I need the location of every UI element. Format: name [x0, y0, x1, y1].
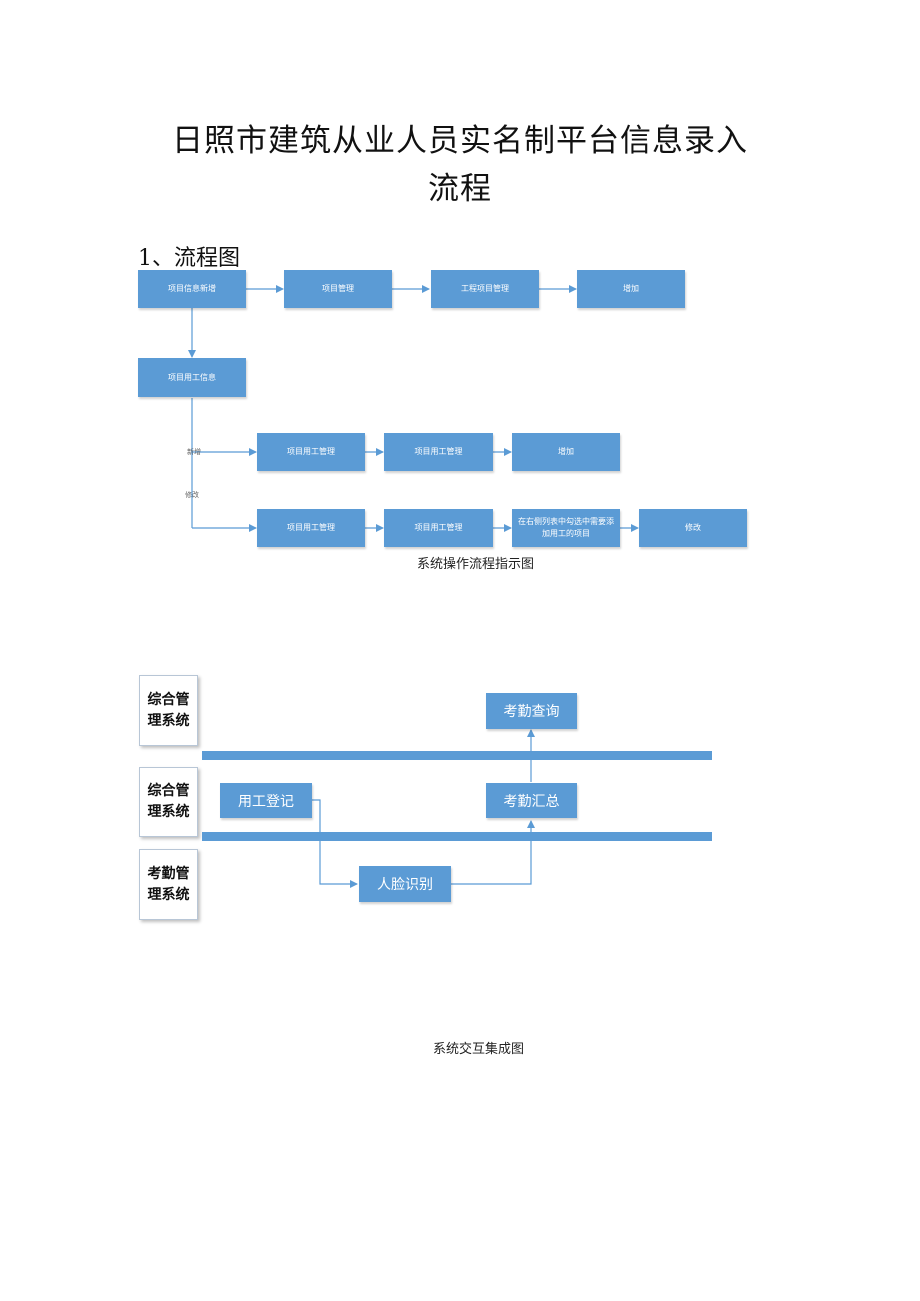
flowchart-caption: 系统操作流程指示图 [417, 557, 535, 572]
box-labor-registration: 用工登记 [220, 783, 312, 818]
flow-box-project-labor-info: 项目用工信息 [138, 358, 246, 397]
flow-box-mod-labor-mgmt-2: 项目用工管理 [384, 509, 493, 547]
integration-caption: 系统交互集成图 [433, 1042, 525, 1057]
flow-box-add-1: 增加 [577, 270, 685, 308]
lane-label: 考勤管理系统 [147, 865, 190, 903]
arrow-reg-to-face [312, 799, 358, 888]
flow-box-mod-labor-mgmt-1: 项目用工管理 [257, 509, 365, 547]
section-heading: 1、流程图 [138, 246, 240, 271]
lane-divider-2 [202, 832, 712, 841]
label-new: 新增 [187, 448, 201, 456]
lane-label: 综合管理系统 [147, 783, 190, 820]
lane-integrated-mgmt-2: 综合管理系统 [139, 767, 198, 837]
flow-box-select-project: 在右侧列表中勾选中需要添加用工的项目 [512, 509, 620, 547]
lane-divider-1 [202, 751, 712, 760]
flow-box-new-labor-mgmt-1: 项目用工管理 [257, 433, 365, 471]
document-title-line1: 日照市建筑从业人员实名制平台信息录入 [172, 123, 748, 159]
box-attendance-query: 考勤查询 [486, 693, 577, 729]
flow-box-project-management: 项目管理 [284, 270, 392, 308]
lane-attendance-mgmt: 考勤管理系统 [139, 849, 198, 920]
label-modify: 修改 [185, 491, 199, 499]
flow-box-project-info-add: 项目信息新增 [138, 270, 246, 308]
box-face-recognition: 人脸识别 [359, 866, 451, 902]
flow-box-engineering-project-management: 工程项目管理 [431, 270, 539, 308]
flow-box-new-labor-mgmt-2: 项目用工管理 [384, 433, 493, 471]
lane-label: 综合管理系统 [147, 691, 190, 729]
flow-box-modify: 修改 [639, 509, 747, 547]
box-attendance-summary: 考勤汇总 [486, 783, 577, 818]
document-title-line2: 流程 [428, 171, 492, 207]
lane-integrated-mgmt-1: 综合管理系统 [139, 675, 198, 746]
flow-box-add-2: 增加 [512, 433, 620, 471]
arrow-face-to-summary [451, 820, 535, 885]
